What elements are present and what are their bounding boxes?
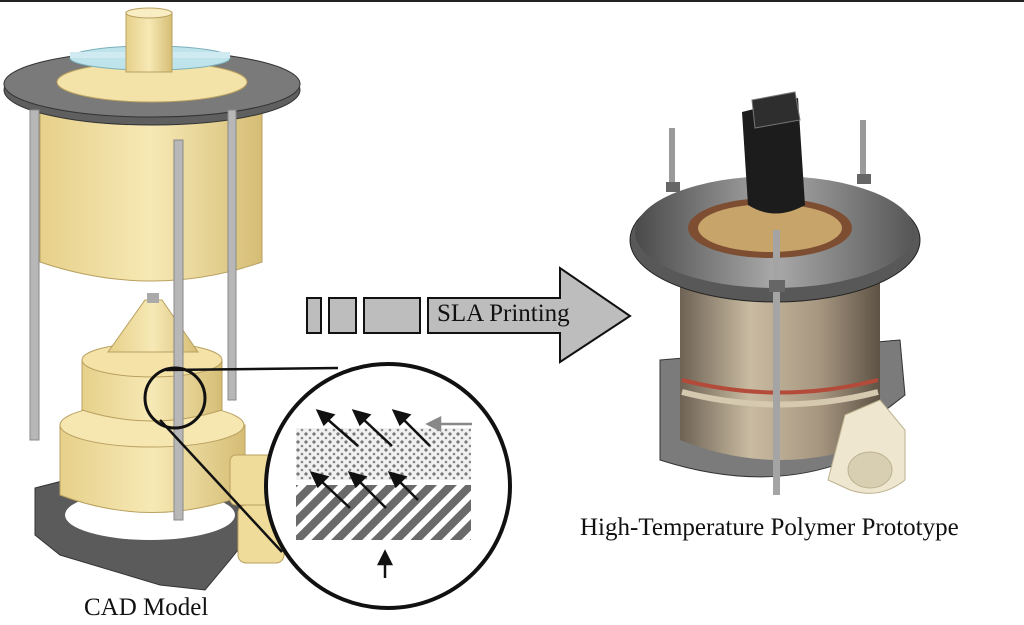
cad-model <box>3 7 301 591</box>
cad-rod <box>227 109 237 401</box>
zoom-source-circle <box>143 366 207 430</box>
cad-rod <box>29 109 40 441</box>
zoom-detail <box>264 362 512 610</box>
process-label: SLA Printing <box>437 300 570 327</box>
prototype-caption: High-Temperature Polymer Prototype <box>580 514 959 541</box>
cad-rod <box>173 139 184 521</box>
cad-model-caption: CAD Model <box>84 594 209 621</box>
process-arrow <box>306 266 632 364</box>
prototype-photo <box>629 91 921 495</box>
